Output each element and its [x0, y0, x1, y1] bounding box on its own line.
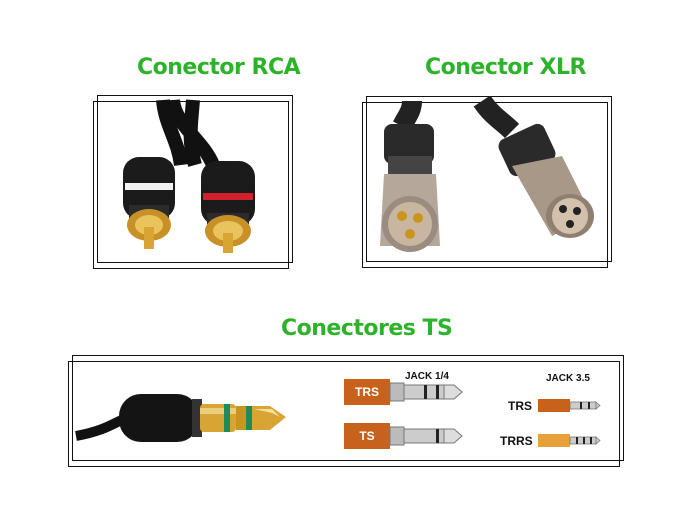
xlr-cable-icon	[380, 96, 594, 252]
trrs-35-plug-icon	[538, 434, 601, 447]
jack-quarter-header: JACK 1/4	[405, 371, 449, 382]
xlr-panel	[362, 96, 612, 268]
rca-panel	[93, 95, 293, 270]
trs-quarter-plug-label: TRS	[344, 379, 390, 405]
trs-quarter-plug-icon	[390, 382, 463, 402]
ts-quarter-plug-label: TS	[344, 423, 390, 449]
jack-35-header: JACK 3.5	[546, 373, 590, 384]
trs-35-plug-icon	[538, 399, 601, 412]
ts-panel: JACK 1/4 JACK 3.5 TRS TS TRS TRRS	[68, 355, 624, 467]
trs-jack-icon	[75, 394, 286, 442]
trs-35-label: TRS	[508, 399, 532, 413]
ts-title: Conectores TS	[281, 316, 453, 341]
xlr-title: Conector XLR	[425, 55, 586, 80]
ts-quarter-plug-icon	[390, 426, 463, 446]
rca-title: Conector RCA	[137, 55, 301, 80]
trrs-35-label: TRRS	[500, 434, 533, 448]
rca-cable-icon	[123, 98, 255, 253]
